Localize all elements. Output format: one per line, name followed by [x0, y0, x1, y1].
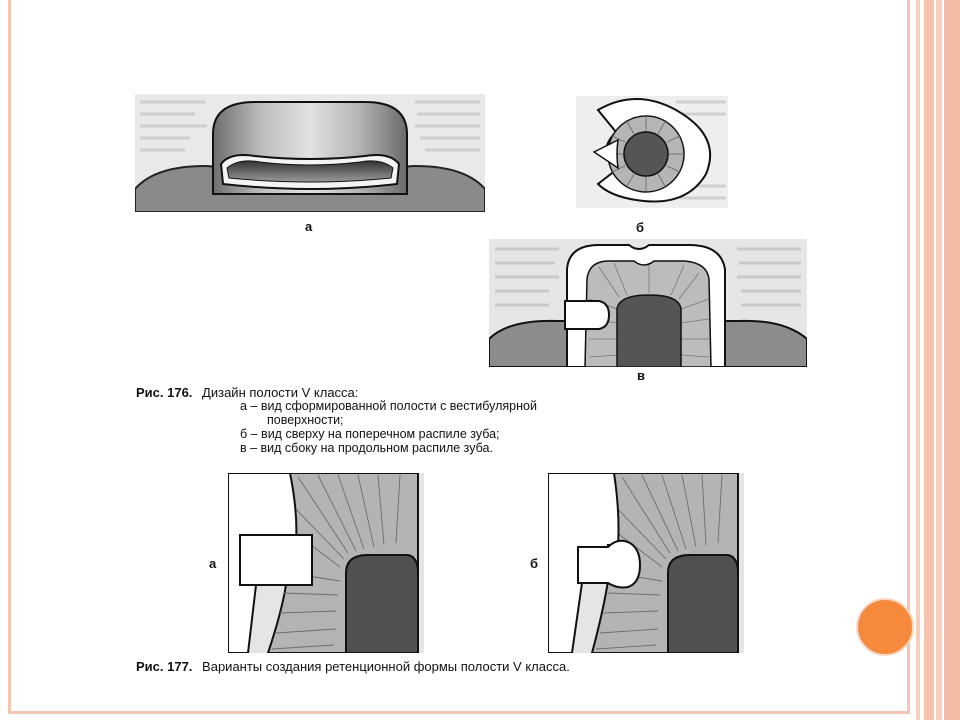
figure-176a-illustration — [135, 94, 485, 212]
figure-176a-label: а — [305, 219, 313, 234]
figure-177-number: Рис. 177. — [136, 659, 193, 674]
figure-177a-label: а — [209, 556, 217, 571]
figure-176v-label: в — [637, 368, 645, 383]
caption-line: б – вид сверху на поперечном распиле зуб… — [240, 427, 500, 441]
figure-177-text: Варианты создания ретенционной формы пол… — [202, 659, 570, 674]
caption-line: в – вид сбоку на продольном распиле зуба… — [240, 441, 493, 455]
caption-line: поверхности; — [267, 413, 344, 427]
figure-176-title: Дизайн полости V класса: — [202, 385, 359, 400]
decor-stripe — [916, 0, 920, 720]
figure-177b-label: б — [530, 556, 539, 571]
figure-176b-illustration — [576, 96, 728, 208]
figure-177-caption: Рис. 177. Варианты создания ретенционной… — [136, 659, 570, 674]
decor-stripe — [924, 0, 934, 720]
accent-circle — [856, 598, 914, 656]
figure-176-caption-lines: а – вид сформированной полости с вестибу… — [240, 399, 537, 455]
caption-line: а – вид сформированной полости с вестибу… — [240, 399, 537, 413]
decor-stripe — [936, 0, 942, 720]
figure-177b-illustration — [548, 473, 744, 653]
figure-176v-illustration — [489, 239, 807, 367]
figure-177a-illustration — [228, 473, 424, 653]
figure-176b-label: б — [636, 220, 645, 235]
figure-176-number: Рис. 176. — [136, 385, 193, 400]
decor-stripe — [944, 0, 960, 720]
figure-176-caption-heading: Рис. 176. Дизайн полости V класса: — [136, 385, 358, 400]
slide-frame — [8, 0, 910, 714]
